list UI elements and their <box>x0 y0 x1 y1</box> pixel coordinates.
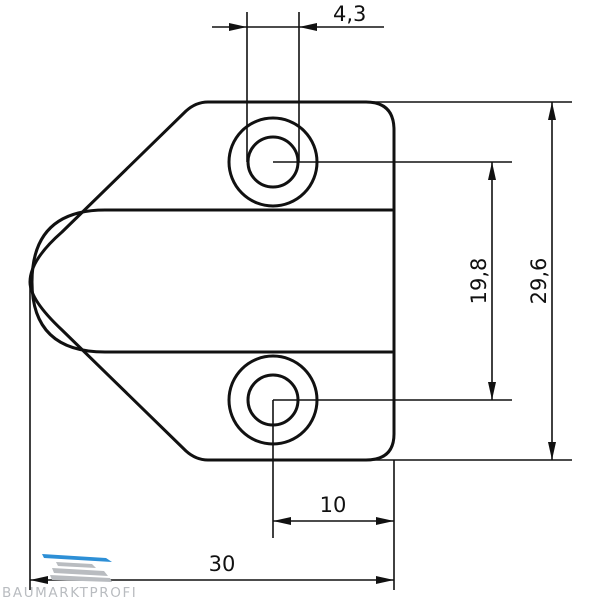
logo-wordmark: BAUMARKTPROFI <box>2 585 137 600</box>
baumarktprofi-logo: BAUMARKTPROFI <box>2 554 137 600</box>
dimension-label-hole-diameter: 4,3 <box>333 2 366 26</box>
dimension-hole-spacing: 19,8 <box>467 162 496 400</box>
extension-lines <box>29 12 572 590</box>
dimension-overall-width: 30 <box>30 552 394 584</box>
part-body <box>28 100 396 462</box>
logo-stripe-bottom <box>50 575 112 582</box>
dimension-label-overall-width: 30 <box>209 552 236 576</box>
logo-stripe-mid <box>52 568 108 576</box>
dimension-overall-height: 29,6 <box>527 102 556 460</box>
dimension-hole-diameter: 4,3 <box>212 2 384 31</box>
dimension-label-overall-height: 29,6 <box>527 258 551 305</box>
center-tongue <box>30 208 394 354</box>
logo-roof-accent <box>42 554 112 562</box>
dimension-hole-offset: 10 <box>273 493 394 525</box>
dimension-label-hole-spacing: 19,8 <box>467 258 491 305</box>
part-outline <box>28 100 396 462</box>
dimension-label-hole-offset: 10 <box>320 493 347 517</box>
logo-stripe-top <box>56 562 96 568</box>
